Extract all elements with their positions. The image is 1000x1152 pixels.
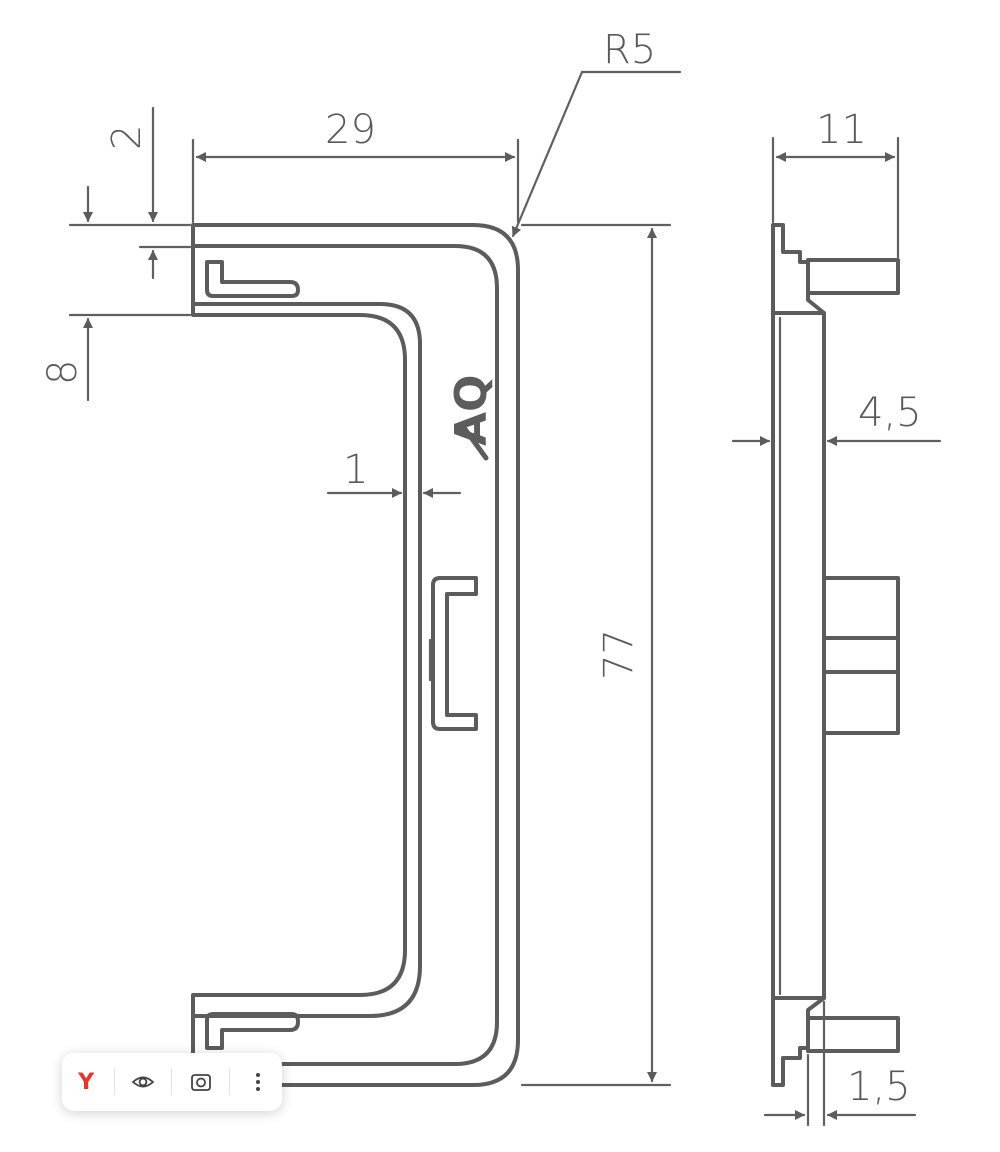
front-profile: AQ (191, 223, 520, 1087)
middle-bracket (431, 576, 478, 731)
toolbar-separator (114, 1069, 116, 1095)
flange-label: 8 (40, 360, 86, 385)
toolbar-separator (228, 1069, 230, 1095)
side-profile (771, 223, 900, 1087)
top-clip-latch (205, 260, 300, 298)
side-width-label: 11 (816, 107, 867, 153)
width-label: 29 (325, 107, 376, 153)
wall-label: 1 (343, 447, 368, 493)
side-bottom-tab (806, 1016, 900, 1053)
lip-label: 2 (104, 125, 150, 150)
more-vertical-icon (255, 1073, 260, 1091)
side-top-step (771, 223, 826, 315)
camera-lens-button[interactable] (181, 1062, 221, 1102)
height-label: 77 (596, 629, 642, 680)
side-bottom-step (771, 996, 826, 1087)
eye-icon (131, 1076, 155, 1088)
profile-inner-outline (191, 244, 499, 1066)
yandex-logo-button[interactable]: Y (66, 1062, 106, 1102)
camera-lens-icon (190, 1074, 211, 1091)
logo-slash (459, 422, 489, 461)
eye-button[interactable] (123, 1062, 163, 1102)
side-top-tab (806, 258, 900, 295)
radius-label: R5 (603, 27, 656, 73)
yandex-logo-icon: Y (78, 1069, 95, 1095)
more-options-button[interactable] (238, 1062, 278, 1102)
image-toolbar: Y (62, 1053, 282, 1111)
toolbar-separator (171, 1069, 173, 1095)
front-dimensions: R5 29 2 8 1 77 (40, 27, 682, 1087)
profile-outer-outline (191, 223, 520, 1087)
side-thickness-label: 4,5 (858, 390, 922, 436)
side-middle-block (822, 576, 900, 735)
r5-leader-line (511, 70, 584, 238)
side-plate-label: 1,5 (847, 1064, 911, 1110)
bottom-clip-latch (205, 1012, 300, 1050)
side-dimensions: 11 4,5 1,5 (731, 107, 942, 1127)
